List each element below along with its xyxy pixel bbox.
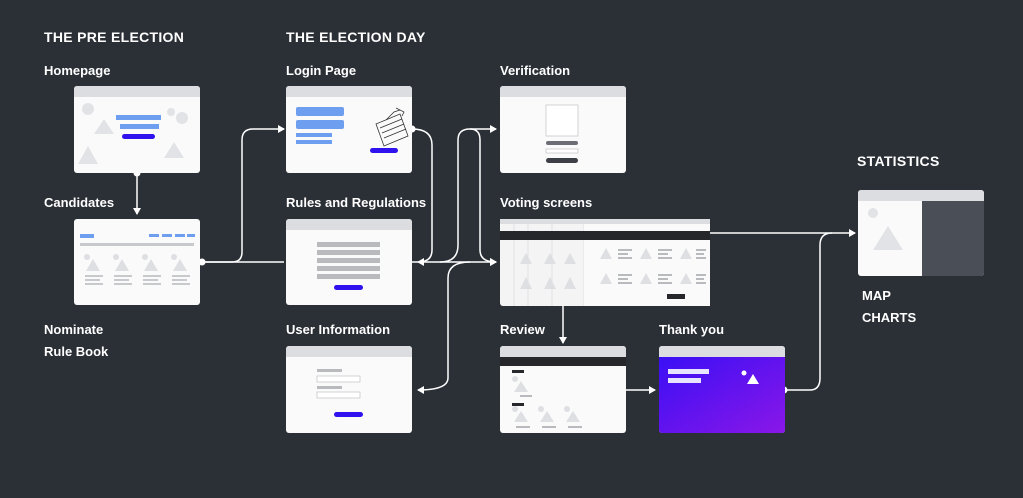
section-statistics: STATISTICS: [857, 153, 940, 169]
arrow-to-user-info: [417, 261, 471, 394]
homepage-screen[interactable]: [74, 86, 200, 173]
hand-ballot-icon: [375, 107, 409, 147]
section-pre-election: THE PRE ELECTION: [44, 29, 185, 45]
nominate-link[interactable]: Nominate: [44, 322, 104, 337]
statistics-screen[interactable]: [858, 190, 984, 276]
review-label: Review: [500, 322, 545, 337]
arrow-login-rules: [411, 128, 433, 266]
rules-screen[interactable]: [286, 219, 412, 305]
arrow-candidates-login: [202, 125, 285, 263]
candidates-screen[interactable]: [74, 219, 200, 305]
charts-link[interactable]: CHARTS: [862, 310, 917, 325]
voting-screens-label: Voting screens: [500, 195, 593, 210]
thank-you-label: Thank you: [659, 322, 725, 337]
login-page-screen[interactable]: [286, 86, 412, 173]
rules-label: Rules and Regulations: [286, 195, 427, 210]
thank-you-screen[interactable]: [659, 346, 785, 433]
login-page-label: Login Page: [286, 63, 357, 78]
section-election-day: THE ELECTION DAY: [286, 29, 426, 45]
arrow-to-verification: [439, 125, 497, 263]
homepage-label: Homepage: [44, 63, 111, 78]
arrow-verification-voting: [469, 128, 497, 266]
rule-book-link[interactable]: Rule Book: [44, 344, 109, 359]
voting-screens[interactable]: [500, 219, 710, 306]
arrow-thankyou-statistics: [784, 232, 833, 391]
candidates-label: Candidates: [44, 195, 115, 210]
review-screen[interactable]: [500, 346, 626, 433]
map-link[interactable]: MAP: [862, 288, 891, 303]
verification-screen[interactable]: [500, 86, 626, 173]
user-information-label: User Information: [286, 322, 391, 337]
verification-label: Verification: [500, 63, 571, 78]
user-information-screen[interactable]: [286, 346, 412, 433]
